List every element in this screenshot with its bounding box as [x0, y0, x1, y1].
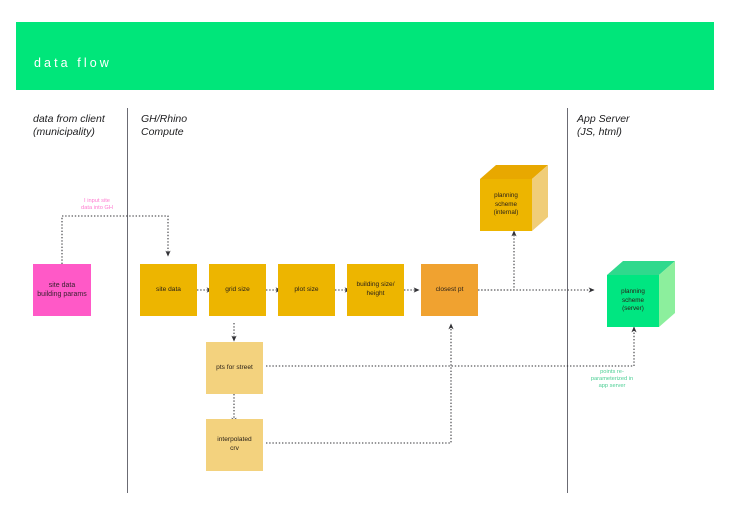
node-interpolated-crv[interactable]: interpolated crv	[206, 419, 263, 471]
wire-interpolated-crv-to-closest-pt	[266, 323, 454, 444]
node-building-size-height[interactable]: building size/ height	[347, 264, 404, 316]
node-pts-for-street[interactable]: pts for street	[206, 342, 263, 394]
node-site-data-building-params[interactable]: site data building params	[33, 264, 91, 316]
node-planning-scheme-internal[interactable]: planning scheme (internal)	[480, 165, 548, 231]
wire-closest-pt-to-planning-scheme-internal	[478, 230, 517, 291]
lane-divider-gh-appserver	[567, 108, 568, 493]
node-site-data[interactable]: site data	[140, 264, 197, 316]
planning-scheme-server-shape	[607, 261, 675, 327]
lane-caption-client: data from client (municipality)	[33, 113, 105, 138]
node-closest-pt[interactable]: closest pt	[421, 264, 478, 316]
wire-params-to-site-data	[61, 215, 171, 264]
node-grid-size[interactable]: grid size	[209, 264, 266, 316]
planning-scheme-internal-label: planning scheme (internal)	[480, 179, 532, 231]
wire-pts-for-street-to-planning-scheme-server	[266, 326, 637, 367]
header-bar	[16, 22, 714, 90]
node-planning-scheme-server[interactable]: planning scheme (server)	[607, 261, 675, 327]
lane-divider-client-gh	[127, 108, 128, 493]
node-plot-size[interactable]: plot size	[278, 264, 335, 316]
page-title: data flow	[34, 56, 112, 70]
lane-caption-gh-rhino: GH/Rhino Compute	[141, 113, 188, 138]
note-input-site-data: I input site data into GH	[81, 198, 113, 212]
lane-caption-app-server: App Server (JS, html)	[577, 113, 630, 138]
planning-scheme-internal-shape	[480, 165, 548, 231]
planning-scheme-server-label: planning scheme (server)	[607, 275, 659, 327]
note-reparameterized: points re- parameterized in app server	[590, 369, 634, 390]
